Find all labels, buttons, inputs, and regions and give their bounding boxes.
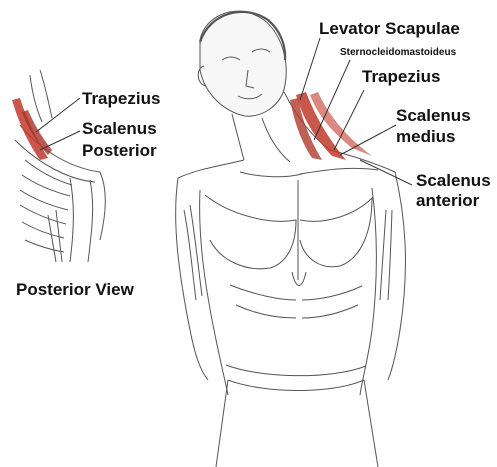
label-posterior-view: Posterior View [16, 281, 134, 300]
label-trapezius-front: Trapezius [362, 68, 440, 87]
label-scalenus-medius-line2: medius [396, 128, 456, 147]
label-trapezius-back: Trapezius [82, 90, 160, 109]
label-levator-scapulae: Levator Scapulae [319, 20, 460, 39]
label-scalenus-medius-line1: Scalenus [396, 107, 471, 126]
label-scalenus-posterior-line1: Scalenus [82, 120, 157, 139]
posterior-highlighted-muscles [12, 98, 52, 160]
label-scalenus-posterior-line2: Posterior [82, 142, 157, 161]
label-scalenus-anterior-line2: anterior [416, 192, 479, 211]
label-scalenus-anterior-line1: Scalenus [416, 172, 491, 191]
label-sternocleidomastoideus: Sternocleidomastoideus [340, 47, 456, 58]
